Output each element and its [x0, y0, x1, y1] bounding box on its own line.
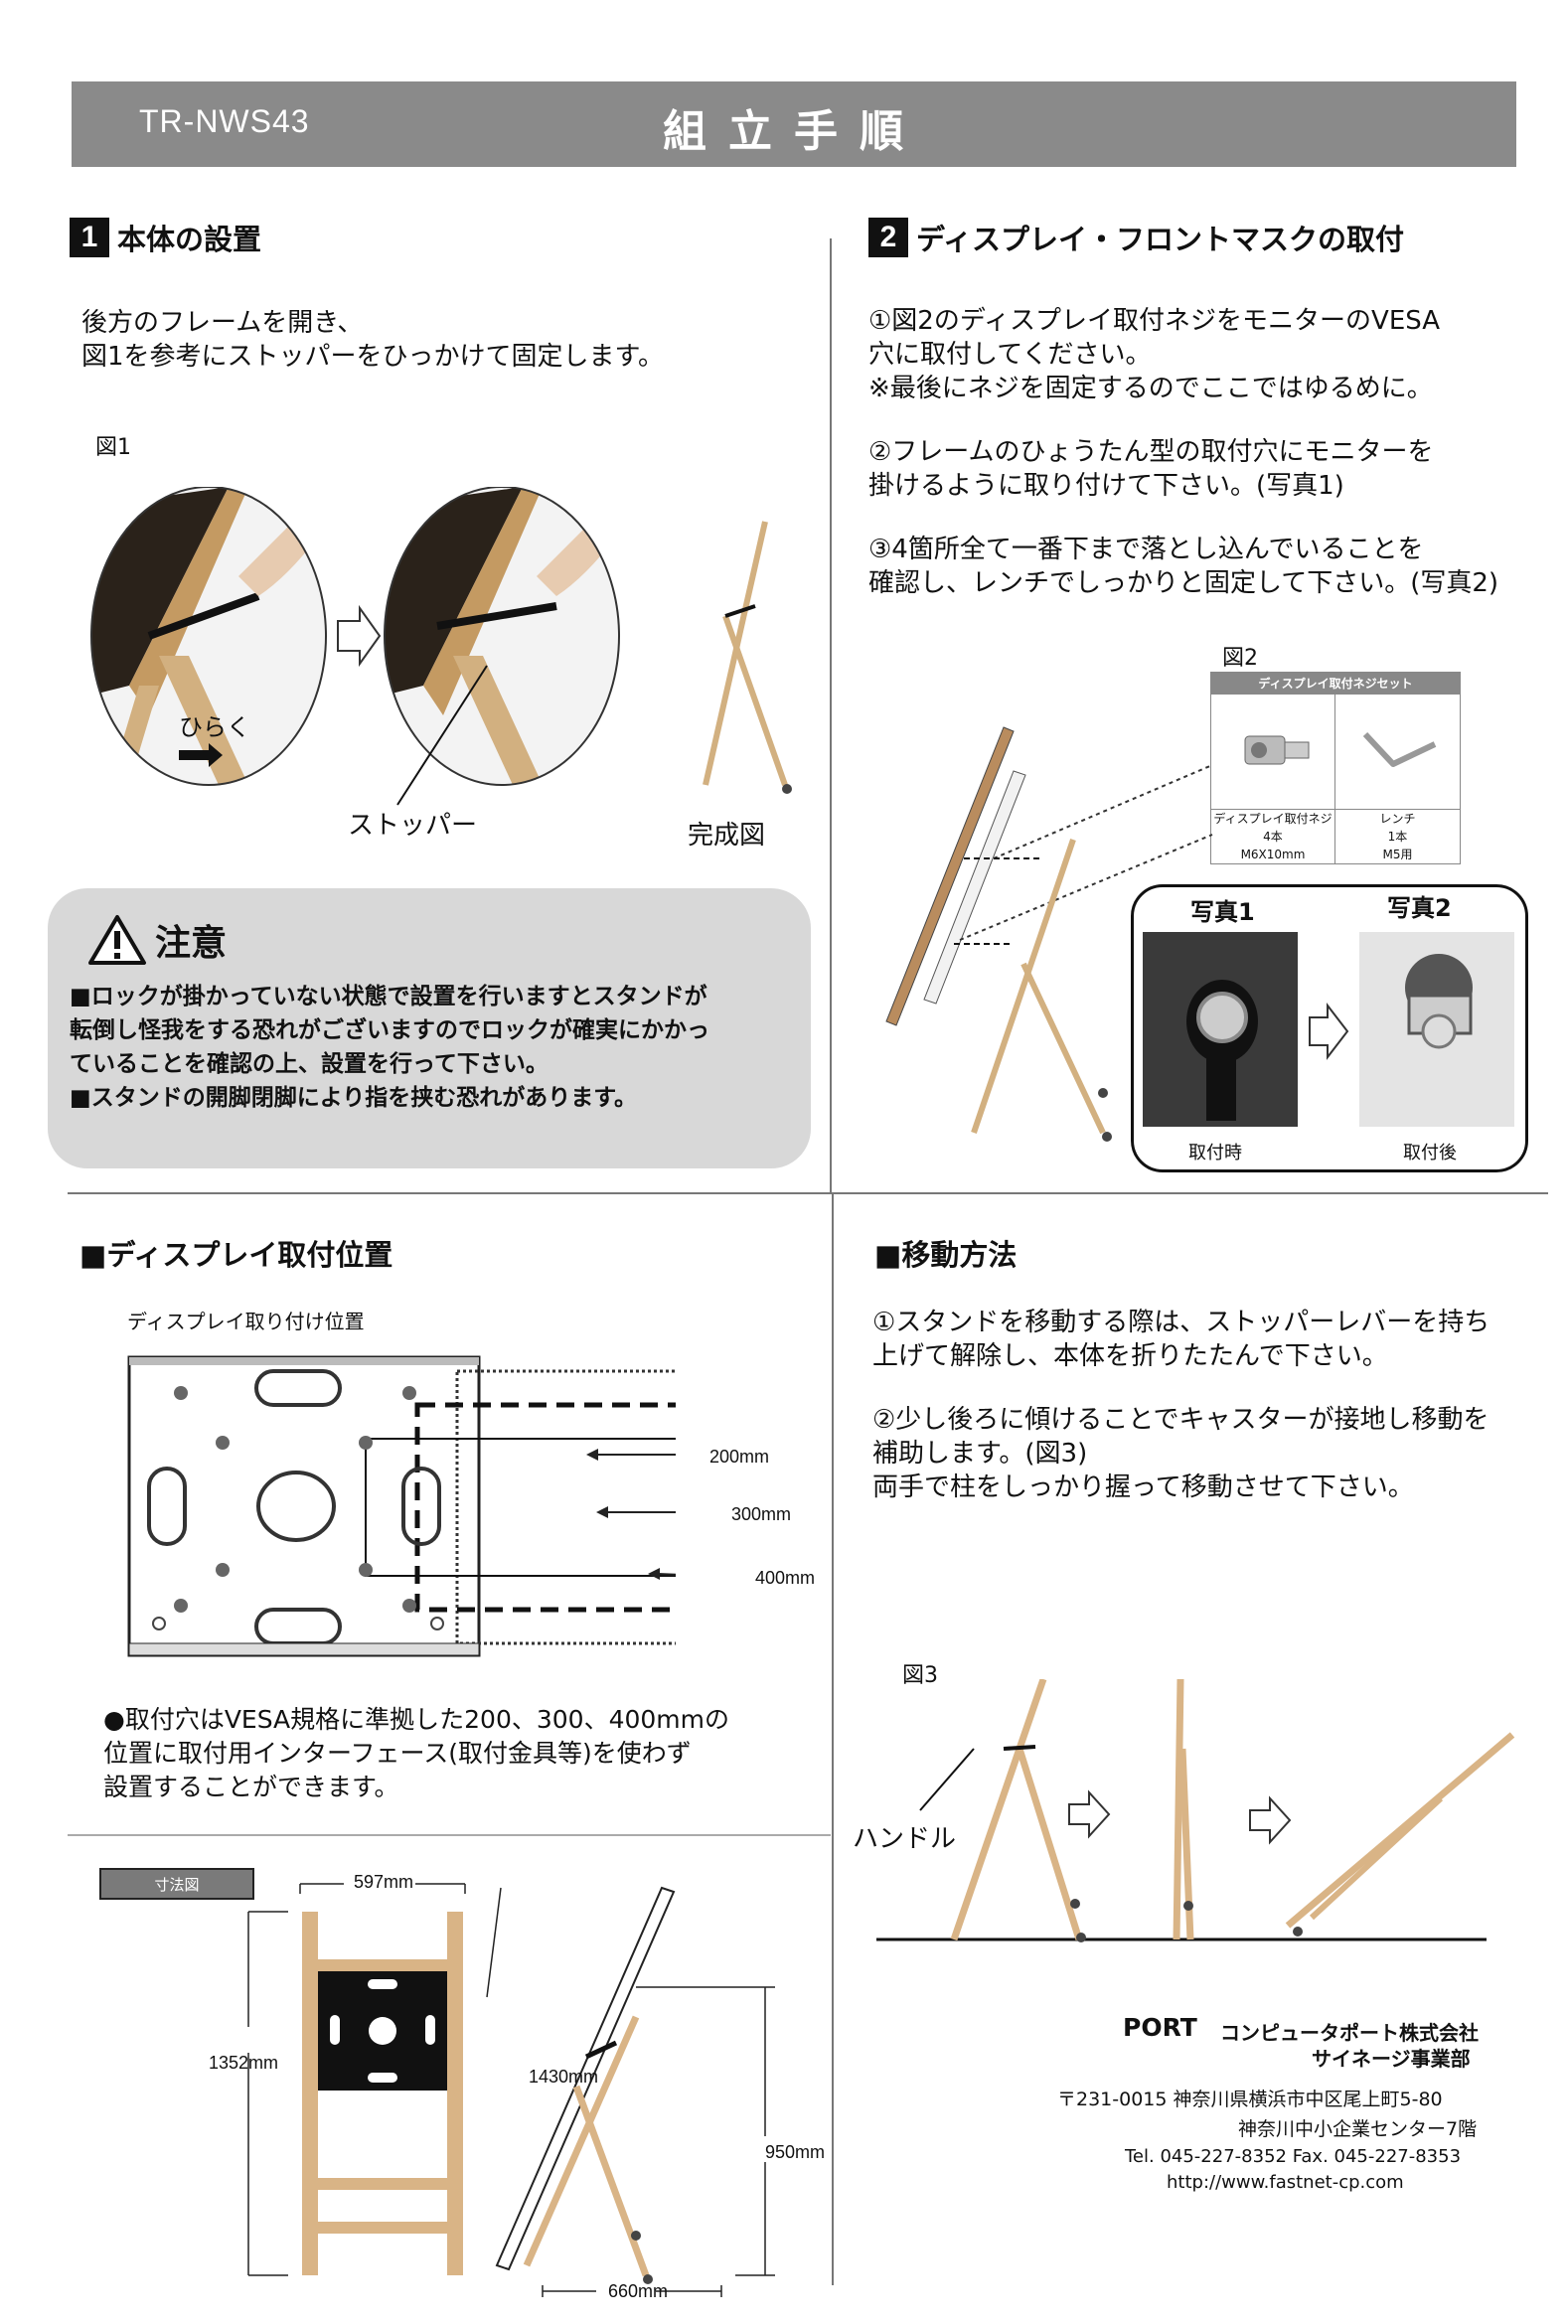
figure-2-label: 図2 — [1222, 646, 1258, 671]
model-number: TR-NWS43 — [139, 103, 310, 139]
company-logo: PORT — [1123, 2013, 1197, 2042]
photos-illustration — [1143, 932, 1514, 1127]
section-2-step-2: ②フレームのひょうたん型の取付穴にモニターを 掛けるように取り付けて下さい。(写… — [868, 437, 1434, 501]
company-address-1: 〒231-0015 神奈川県横浜市中区尾上町5-80 — [1057, 2089, 1443, 2110]
dim-200-label: 200mm — [709, 1447, 770, 1467]
company-name: コンピュータポート株式会社 — [1220, 2021, 1479, 2045]
dim-depth-label: 660mm — [608, 2281, 669, 2301]
arrow-right-outline-icon — [1309, 1003, 1349, 1060]
wrench-qty: 1本 — [1387, 830, 1408, 844]
photo-1-label: 写真1 — [1190, 898, 1255, 926]
screw-image — [1211, 695, 1335, 809]
figure-3-label: 図3 — [902, 1663, 938, 1688]
moving-illustration — [876, 1679, 1515, 1942]
handle-label: ハンドル — [853, 1824, 957, 1854]
section-4-text-1: ①スタンドを移動する際は、ストッパーレバーを持ち 上げて解除し、本体を折りたたん… — [872, 1308, 1490, 1371]
figure-1-label: 図1 — [95, 435, 131, 460]
photo-1-caption: 取付時 — [1188, 1143, 1242, 1163]
wrench-image — [1335, 695, 1460, 809]
stopper-label: ストッパー — [348, 811, 478, 841]
screw-name: ディスプレイ取付ネジ — [1213, 812, 1333, 826]
vertical-divider-top — [830, 238, 832, 1192]
vertical-divider-bottom — [832, 1192, 834, 2285]
open-label: ひらく — [179, 713, 250, 741]
arrow-right-outline-icon — [1068, 1789, 1111, 1839]
section-number: 2 — [868, 218, 908, 257]
company-tel: Tel. 045-227-8352 Fax. 045-227-8353 — [1125, 2146, 1462, 2167]
caution-text: ■ロックが掛かっていない状態で設置を行いますとスタンドが 転倒し怪我をする恐れが… — [70, 984, 709, 1111]
screw-set-table: ディスプレイ取付ネジセット ディスプレイ取付ネジ 4本 M6X10mm レンチ … — [1210, 672, 1461, 864]
arrow-right-icon — [179, 743, 223, 767]
section-1-heading: 1 本体の設置 — [70, 217, 261, 258]
screw-set-header: ディスプレイ取付ネジセット — [1211, 673, 1460, 695]
dim-400-label: 400mm — [755, 1568, 816, 1588]
section-3-heading: ■ディスプレイ取付位置 — [79, 1238, 393, 1272]
page-title: 組立手順 — [663, 106, 925, 157]
arrow-right-outline-icon — [337, 604, 382, 668]
section-2-step-1: ①図2のディスプレイ取付ネジをモニターのVESA 穴に取付してください。 ※最後… — [868, 306, 1441, 403]
section-2-step-3: ③4箇所全て一番下まで落とし込んでいることを 確認し、レンチでしっかりと固定して… — [868, 535, 1499, 598]
arrow-right-outline-icon — [1249, 1795, 1292, 1845]
figure-1-illustration: ひらく — [90, 487, 792, 806]
dim-side-mid-label: 950mm — [765, 2142, 826, 2162]
dimensions-label: 寸法図 — [99, 1868, 254, 1900]
mount-diagram-label: ディスプレイ取り付け位置 — [127, 1310, 365, 1333]
dim-height-label: 1352mm — [209, 2053, 279, 2073]
wrench-size: M5用 — [1382, 848, 1413, 861]
section-4-text-2: ②少し後ろに傾けることでキャスターが接地し移動を 補助します。(図3) 両手で柱… — [872, 1405, 1490, 1502]
dim-300-label: 300mm — [731, 1504, 792, 1524]
company-address-2: 神奈川中小企業センター7階 — [1238, 2118, 1478, 2140]
section-1-text: 後方のフレームを開き、 図1を参考にストッパーをひっかけて固定します。 — [81, 308, 664, 372]
dimension-drawings — [247, 1883, 775, 2297]
complete-label: 完成図 — [688, 821, 766, 851]
photo-2-caption: 取付後 — [1403, 1143, 1457, 1163]
section-2-heading: 2 ディスプレイ・フロントマスクの取付 — [868, 217, 1404, 258]
display-mount-illustration — [885, 726, 1213, 1142]
section-4-heading: ■移動方法 — [874, 1238, 1018, 1272]
header-bar: TR-NWS43 組立手順 — [72, 81, 1516, 167]
wrench-name: レンチ — [1379, 812, 1416, 826]
section-number: 1 — [70, 218, 109, 257]
company-division: サイネージ事業部 — [1312, 2047, 1471, 2071]
section-title: 本体の設置 — [117, 223, 262, 256]
caution-box: 注意 ■ロックが掛かっていない状態で設置を行いますとスタンドが 転倒し怪我をする… — [48, 888, 811, 1168]
photo-frame — [1131, 884, 1528, 1172]
horizontal-divider-middle — [68, 1192, 1548, 1194]
warning-icon — [88, 915, 146, 965]
dim-side-height-label: 1430mm — [529, 2067, 599, 2087]
horizontal-divider-dimensions — [68, 1834, 831, 1836]
photo-2-label: 写真2 — [1387, 894, 1452, 922]
company-url[interactable]: http://www.fastnet-cp.com — [1167, 2172, 1404, 2193]
screw-qty: 4本 — [1263, 830, 1283, 844]
screw-size: M6X10mm — [1240, 848, 1306, 861]
vesa-mount-diagram — [127, 1355, 676, 1657]
caution-title: 注意 — [155, 923, 228, 964]
section-title: ディスプレイ・フロントマスクの取付 — [916, 223, 1404, 256]
dim-width-label: 597mm — [354, 1872, 414, 1892]
vesa-note: ●取付穴はVESA規格に準拠した200、300、400mmの 位置に取付用インタ… — [103, 1705, 730, 1801]
